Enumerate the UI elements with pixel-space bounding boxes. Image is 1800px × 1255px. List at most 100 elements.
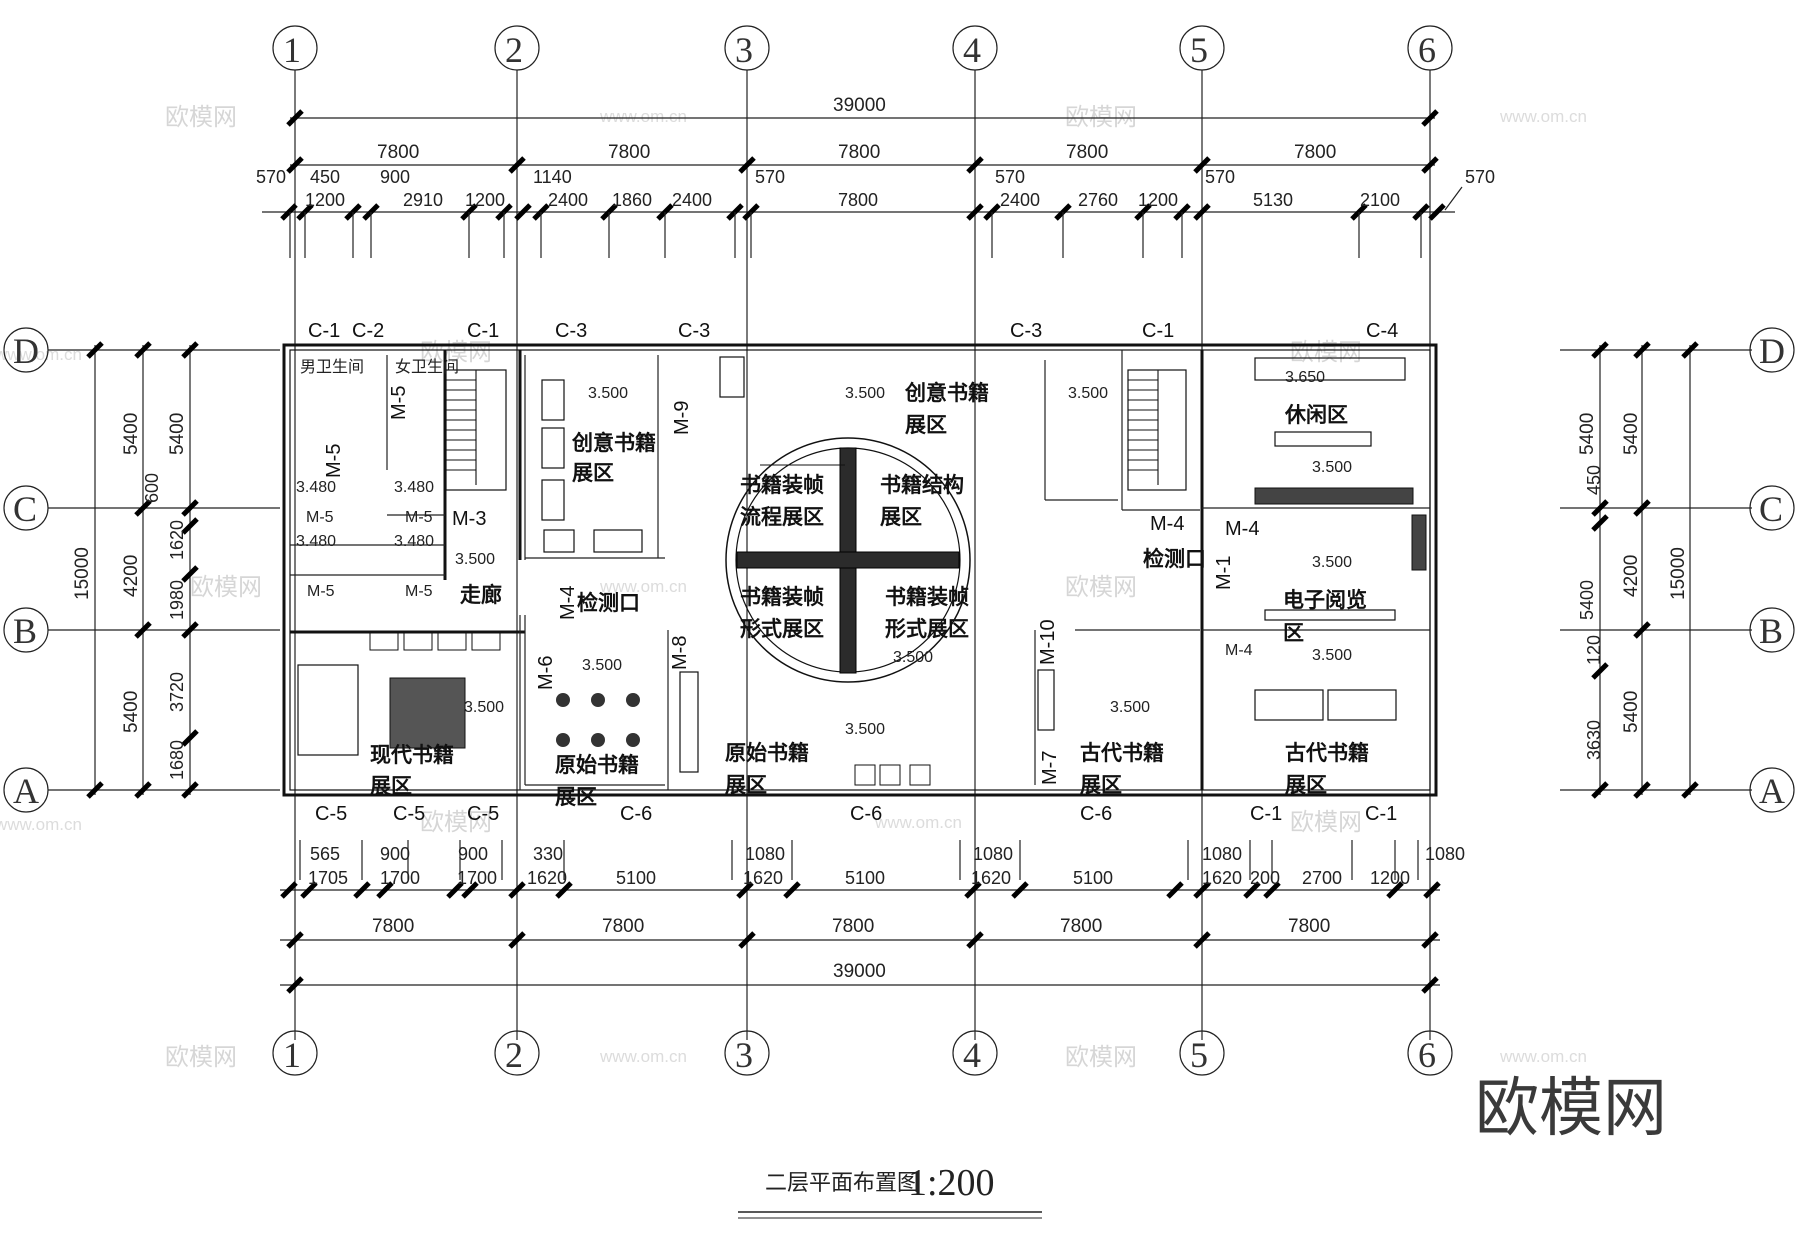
elevation-mark: 3.480: [296, 479, 336, 496]
dim-detail: 200: [1250, 868, 1280, 888]
window-label: C-1: [1142, 320, 1174, 342]
room-label-ebook: 电子阅览: [1283, 588, 1367, 612]
axis-label: D: [13, 331, 39, 371]
dim-detail: 1080: [745, 844, 785, 864]
room-label-primitive-b: 原始书籍: [725, 741, 809, 765]
watermark-url: www.om.cn: [599, 1047, 687, 1066]
dim-bay: 7800: [1294, 142, 1336, 163]
dim-detail: 900: [458, 844, 488, 864]
door-tag: M-3: [452, 508, 486, 530]
window-label: C-6: [850, 803, 882, 825]
elevation-mark: 3.500: [455, 551, 495, 568]
watermark-url: www.om.cn: [1499, 1047, 1587, 1066]
drawing-scale: 1:200: [908, 1162, 995, 1204]
door-tag: M-9: [671, 401, 693, 435]
dim-detail: 5100: [616, 868, 656, 888]
watermark-text: 欧模网: [1065, 1043, 1137, 1071]
room-label-modern: 现代书籍: [370, 743, 454, 767]
building-walls: [282, 343, 1438, 797]
dim-detail: 900: [380, 844, 410, 864]
window-label: C-1: [1365, 803, 1397, 825]
elevation-mark: 3.650: [1285, 369, 1325, 386]
door-tag: M-8: [669, 636, 691, 670]
dim-bay: 5400: [1621, 691, 1642, 733]
room-label-primitive-a: 展区: [555, 785, 597, 809]
dim-detail: 1980: [167, 580, 187, 620]
door-tag: M-6: [535, 656, 557, 690]
dim-detail: 2100: [1360, 190, 1400, 210]
axis-bubbles-left: D C B A: [3, 327, 49, 813]
room-labels: 男卫生间 女卫生间 创意书籍 展区 创意书籍 展区 书籍装帧 流程展区 书籍结构…: [300, 357, 1369, 809]
elevation-mark: 3.500: [1312, 459, 1352, 476]
dim-detail: 3630: [1584, 720, 1604, 760]
room-label-primitive-a: 原始书籍: [555, 753, 639, 777]
dim-detail: 600: [142, 473, 162, 503]
room-label-book-structure: 展区: [880, 505, 922, 529]
watermark-text: 欧模网: [1065, 103, 1137, 131]
elevation-mark: 3.500: [1068, 385, 1108, 402]
dim-detail: 1080: [973, 844, 1013, 864]
room-label-ebook: 区: [1283, 621, 1304, 645]
dim-extension-lines: [289, 212, 1422, 258]
window-label: C-1: [467, 320, 499, 342]
central-circular-exhibit: [725, 437, 971, 683]
door-tag: M-4: [1225, 642, 1253, 659]
stair-treads: [446, 379, 1158, 471]
watermarks: 欧模网 www.om.cn 欧模网 www.om.cn 欧模网 欧模网 欧模网 …: [0, 103, 1587, 1071]
watermark-url: www.om.cn: [1499, 107, 1587, 126]
elevation-marks: 3.500 3.500 3.500 3.650 3.500 3.500 3.50…: [296, 369, 1352, 738]
dim-detail: 330: [533, 844, 563, 864]
axis-label: A: [13, 771, 39, 811]
watermark-text: 欧模网: [190, 573, 262, 601]
axis-label: 2: [505, 1035, 523, 1075]
dim-detail: 1620: [527, 868, 567, 888]
door-tag: M-5: [306, 509, 334, 526]
room-label-binding-form-right: 书籍装帧: [885, 585, 969, 609]
watermark-url: www.om.cn: [0, 815, 82, 834]
elevation-mark: 3.500: [1312, 554, 1352, 571]
elevation-mark: 3.500: [1312, 647, 1352, 664]
title-block: 二层平面布置图 1:200: [738, 1162, 1042, 1219]
dim-detail: 7800: [838, 190, 878, 210]
axis-label: 5: [1190, 30, 1208, 70]
room-label-binding-form-left: 形式展区: [740, 617, 824, 641]
window-label: C-1: [308, 320, 340, 342]
door-tag: M-7: [1039, 751, 1061, 785]
axis-label: 4: [963, 1035, 981, 1075]
dim-detail: 1200: [305, 190, 345, 210]
room-label-checkpoint-right: 检测口: [1143, 547, 1206, 571]
window-label: C-5: [315, 803, 347, 825]
axis-label: 1: [283, 1035, 301, 1075]
dim-bay: 7800: [377, 142, 419, 163]
axis-label: C: [13, 489, 37, 529]
axis-label: 5: [1190, 1035, 1208, 1075]
dim-detail: 1700: [380, 868, 420, 888]
axis-label: A: [1759, 771, 1785, 811]
room-label-binding-form-left: 书籍装帧: [740, 585, 824, 609]
dim-detail: 2760: [1078, 190, 1118, 210]
door-tag: M-4: [1150, 513, 1184, 535]
axis-label: 3: [735, 30, 753, 70]
axis-label: 6: [1418, 1035, 1436, 1075]
dim-detail: 570: [995, 167, 1025, 187]
watermark-text: 欧模网: [1290, 338, 1362, 366]
elevation-mark: 3.480: [296, 533, 336, 550]
dim-detail: 2400: [548, 190, 588, 210]
room-label-book-structure: 书籍结构: [880, 473, 964, 497]
dim-detail: 1620: [743, 868, 783, 888]
dim-total: 15000: [1668, 547, 1689, 600]
room-label-binding-form-right: 形式展区: [885, 617, 969, 641]
window-label: C-6: [620, 803, 652, 825]
window-label: C-6: [1080, 803, 1112, 825]
room-label-ancient-b: 古代书籍: [1285, 741, 1369, 765]
dim-detail: 2700: [1302, 868, 1342, 888]
dimensions-bottom: 565 900 900 330 1080 1080 1080 1080 1705…: [280, 840, 1465, 994]
dim-detail: 2910: [403, 190, 443, 210]
dim-detail: 5400: [167, 413, 188, 455]
door-tag: M-4: [557, 586, 579, 620]
window-labels-top: C-1 C-2 C-1 C-3 C-3 C-3 C-1 C-4: [308, 320, 1398, 342]
dim-bay: 7800: [1288, 916, 1330, 937]
window-label: C-5: [393, 803, 425, 825]
room-label-ancient-a: 展区: [1080, 773, 1122, 797]
